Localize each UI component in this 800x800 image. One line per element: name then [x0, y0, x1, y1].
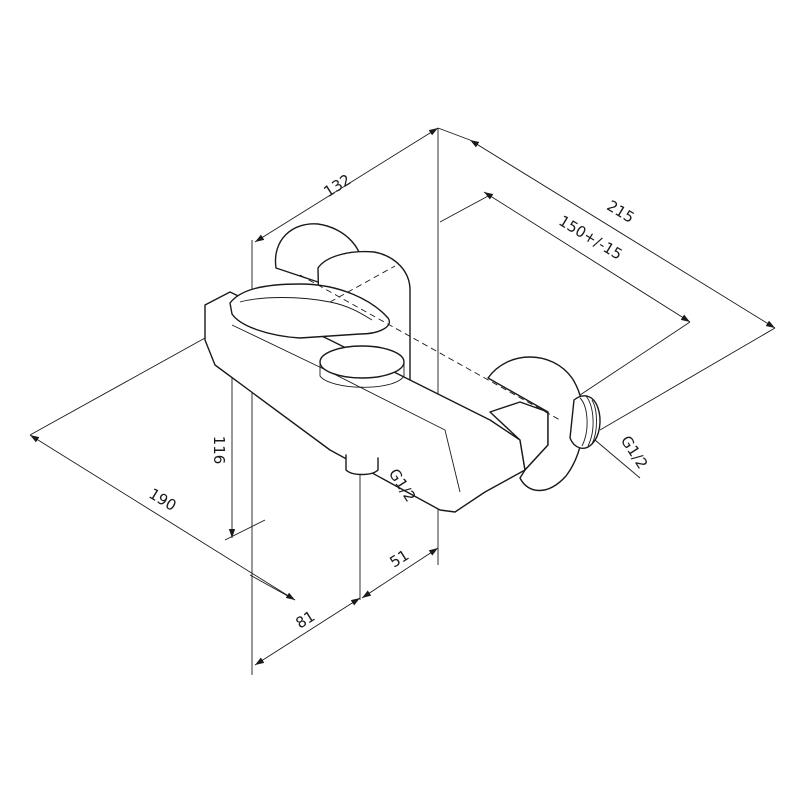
inlet-pipe	[569, 395, 601, 449]
dim-label-81: 81	[292, 607, 318, 632]
dim-label-215: 215	[604, 197, 638, 227]
dim-label-150: 150+/-15	[556, 212, 626, 264]
dim-line-51	[361, 547, 439, 599]
mixer-body	[204, 223, 601, 513]
thread-label-inlet: G1/2	[617, 432, 652, 472]
bottom-outlet	[345, 454, 379, 476]
dim-label-132: 132	[320, 171, 354, 201]
dim-line-215	[469, 139, 776, 329]
dim-line-150	[483, 191, 691, 323]
dimension-lines	[29, 127, 776, 666]
dim-line-132	[254, 127, 439, 243]
dim-line-81	[254, 597, 361, 666]
dim-line-190	[29, 434, 296, 601]
cartridge-cap	[319, 345, 405, 379]
dim-label-116: 116	[210, 436, 228, 465]
